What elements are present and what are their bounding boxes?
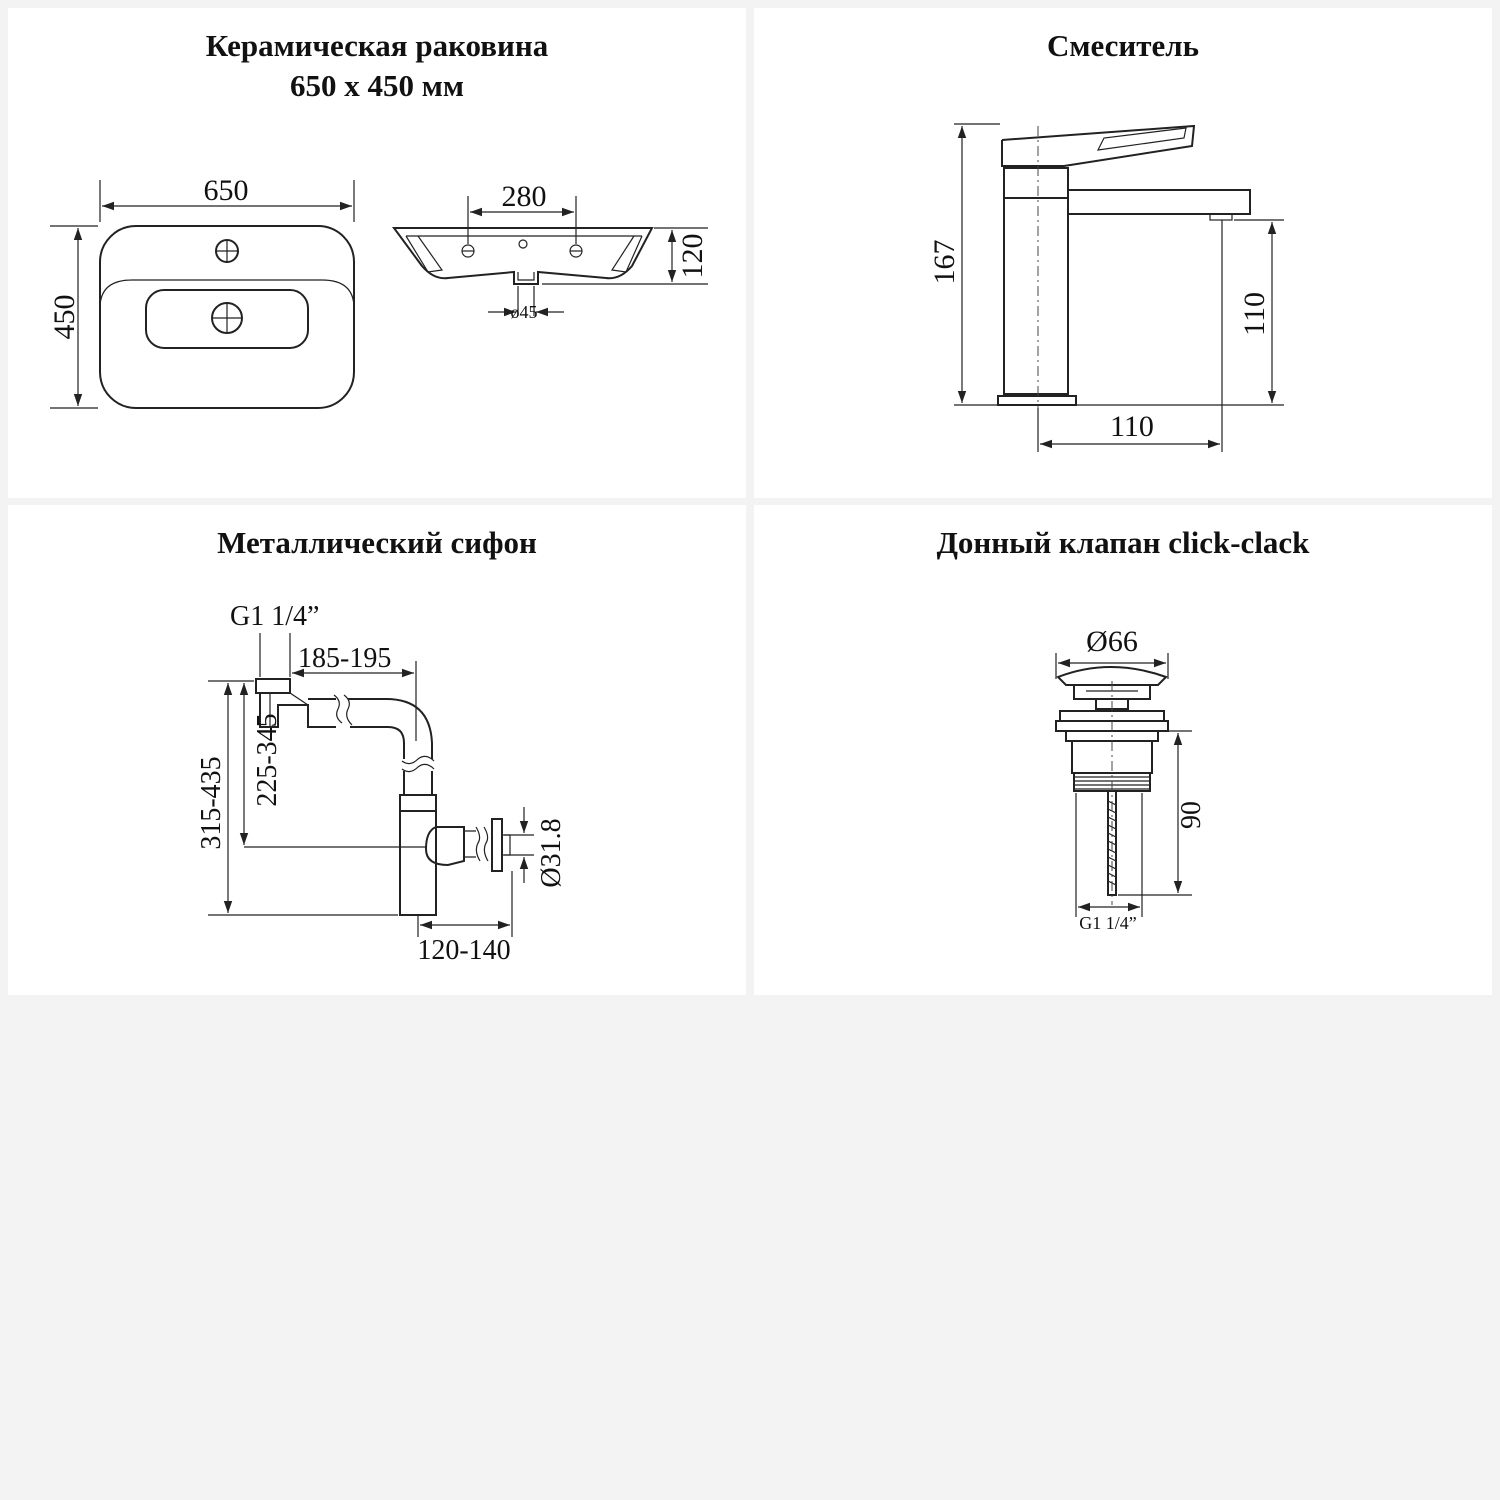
title-line-1: Керамическая раковина [205, 28, 549, 63]
dim-height-label: 90 [1176, 801, 1207, 829]
sink-drawing: 650 450 280 120 ø45 [48, 174, 709, 409]
dim-drain-label: ø45 [511, 302, 538, 322]
panel-title: Металлический сифон [217, 525, 537, 560]
sink-side-view [392, 227, 654, 285]
dim-height-label: 167 [928, 240, 961, 285]
valve-drawing: Ø66 90 G1 1/4” [1055, 625, 1207, 933]
dim-diameter-label: Ø66 [1086, 625, 1138, 658]
sink-top-view [99, 225, 355, 409]
panel-faucet: Смеситель 167 1 [754, 8, 1492, 498]
title-line-2: 650 x 450 мм [290, 68, 464, 103]
dim-spout-height-label: 110 [1238, 292, 1271, 336]
drain-hole-icon [211, 302, 243, 334]
dim-thread-label: G1 1/4” [1079, 913, 1137, 933]
faucet-hole-icon [215, 239, 239, 263]
panel-title: Керамическая раковина 650 x 450 мм [8, 26, 746, 106]
hole-icon [569, 244, 583, 258]
panel-siphon: Металлический сифон [8, 505, 746, 995]
siphon-body [255, 678, 511, 916]
dim-width-label: 650 [204, 174, 249, 207]
dim-height-label: 120 [676, 234, 709, 279]
dim-depth-label: 450 [48, 295, 81, 340]
siphon-drawing: G1 1/4” 185-195 315-435 225-345 Ø31.8 12… [196, 601, 567, 966]
dim-total-height-label: 315-435 [196, 756, 227, 849]
faucet-drawing: 167 110 110 [928, 123, 1284, 452]
dim-inlet-height-label: 225-345 [252, 713, 283, 806]
panel-title: Донный клапан click-clack [936, 525, 1310, 560]
hole-icon [461, 244, 475, 258]
hole-icon [518, 239, 528, 249]
panel-title: Смеситель [1046, 28, 1200, 63]
panel-valve: Донный клапан click-clack [754, 505, 1492, 995]
dim-spacing-label: 280 [502, 180, 547, 213]
dim-reach-label: 110 [1110, 410, 1154, 443]
valve-body [1055, 666, 1169, 905]
dim-depth-label: 120-140 [417, 935, 510, 966]
panel-sink: Керамическая раковина 650 x 450 мм [8, 8, 746, 498]
dim-outlet-diameter-label: Ø31.8 [536, 818, 567, 887]
faucet-body [997, 124, 1251, 408]
dim-thread-label: G1 1/4” [230, 601, 319, 632]
dim-offset-label: 185-195 [298, 643, 391, 674]
